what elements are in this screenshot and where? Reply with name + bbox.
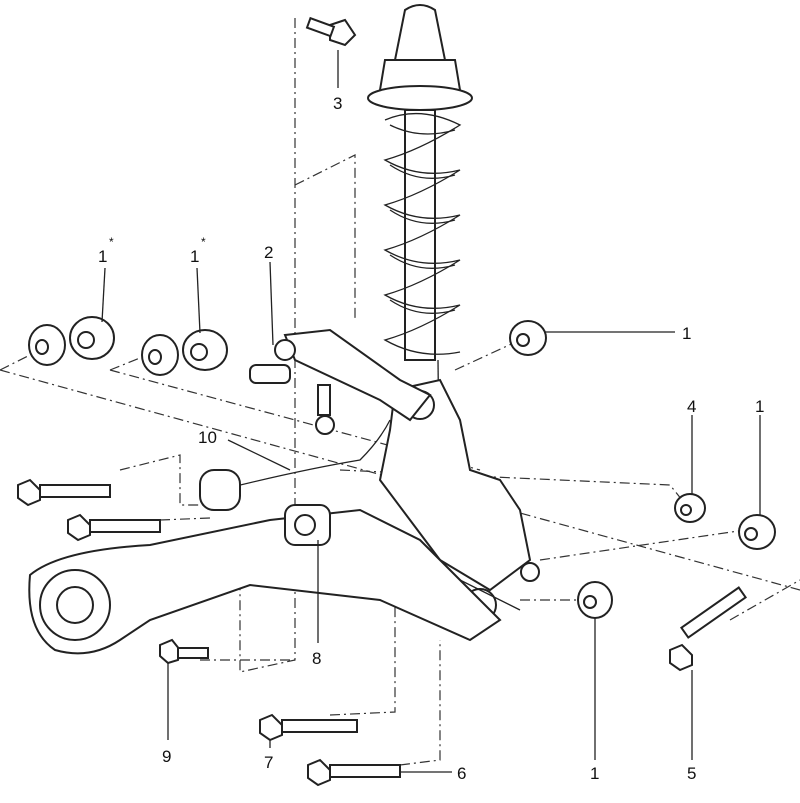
callout-1-star-right: 1 bbox=[190, 247, 199, 266]
callout-2: 2 bbox=[264, 243, 273, 262]
callout-1-bottom: 1 bbox=[590, 764, 599, 783]
callout-6: 6 bbox=[457, 764, 466, 783]
lower-arm bbox=[28, 469, 502, 655]
bolt-3 bbox=[305, 16, 357, 47]
callout-1-far-right: 1 bbox=[755, 397, 764, 416]
upper-arm bbox=[249, 328, 432, 422]
callout-1-upper-right: 1 bbox=[682, 324, 691, 343]
nut-upper-right bbox=[509, 320, 547, 356]
callout-10: 10 bbox=[198, 428, 217, 447]
star-marker: * bbox=[109, 235, 114, 249]
callout-3: 3 bbox=[333, 94, 342, 113]
stabilizer-link bbox=[315, 384, 335, 435]
callout-8: 8 bbox=[312, 649, 321, 668]
bolt-middle-left bbox=[67, 513, 161, 542]
nut-left-1star bbox=[69, 316, 115, 360]
coil-spring bbox=[383, 112, 462, 355]
bolt-5 bbox=[669, 586, 748, 672]
callout-4: 4 bbox=[687, 397, 696, 416]
callout-7: 7 bbox=[264, 753, 273, 772]
bolts bbox=[17, 16, 748, 787]
nut-left-2star bbox=[182, 329, 228, 371]
nut-4 bbox=[674, 493, 706, 523]
callouts: 3 2 1 * 1 * 1 4 1 10 8 9 7 6 1 5 bbox=[98, 94, 764, 783]
bolt-6 bbox=[307, 758, 401, 787]
bushing-left-2 bbox=[141, 334, 179, 376]
nut-far-right bbox=[738, 514, 776, 550]
bolt-9 bbox=[159, 638, 209, 665]
callout-1-star-left: 1 bbox=[98, 247, 107, 266]
bolt-upper-left bbox=[17, 478, 111, 507]
callout-9: 9 bbox=[162, 747, 171, 766]
star-marker: * bbox=[201, 235, 206, 249]
leader-lines bbox=[101, 50, 761, 773]
bolt-7 bbox=[259, 713, 358, 742]
bushing-left-1 bbox=[28, 324, 66, 366]
nut-bottom bbox=[577, 581, 613, 619]
callout-5: 5 bbox=[687, 764, 696, 783]
